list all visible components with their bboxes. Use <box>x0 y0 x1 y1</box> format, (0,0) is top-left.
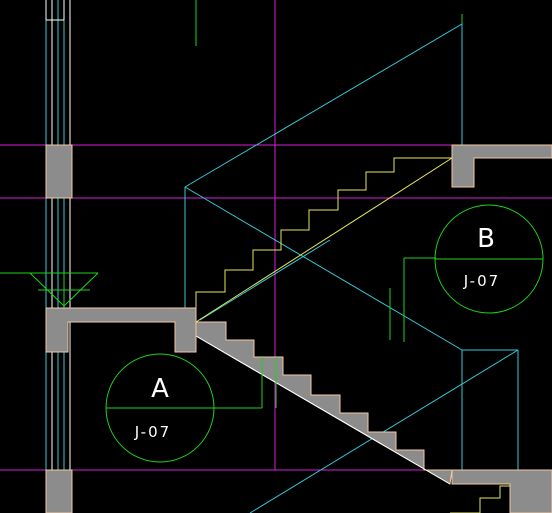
lower-landing-slab <box>451 469 552 513</box>
section-marks <box>214 257 436 409</box>
callout-b[interactable]: B J-07 <box>434 204 544 314</box>
cyan-line <box>199 239 331 321</box>
next-flight-steps <box>450 485 510 513</box>
callout-sheet: J-07 <box>463 272 500 290</box>
cyan-stair-outline <box>184 23 519 513</box>
level-marker <box>0 272 99 307</box>
lower-stair-concrete <box>195 321 453 485</box>
wall-section-upper <box>45 144 73 199</box>
upper-stringer-line <box>195 157 453 323</box>
wall-section-lower <box>45 469 73 513</box>
lower-flight <box>195 321 453 485</box>
upper-flight-steps <box>195 157 453 323</box>
callout-letter: A <box>151 374 169 404</box>
middle-landing-slab <box>45 307 197 353</box>
callout-a[interactable]: A J-07 <box>105 353 215 463</box>
cyan-diagonal <box>184 186 463 351</box>
left-wall-lines <box>45 0 71 513</box>
lower-soffit-line <box>195 335 451 485</box>
callout-letter: B <box>477 224 495 254</box>
upper-landing-slab <box>451 144 552 188</box>
cyan-upper-diagonal <box>184 23 463 188</box>
concrete-elements <box>45 144 552 513</box>
next-step-profile <box>450 485 510 513</box>
upper-step-profile <box>195 157 452 310</box>
callout-sheet: J-07 <box>134 423 171 441</box>
